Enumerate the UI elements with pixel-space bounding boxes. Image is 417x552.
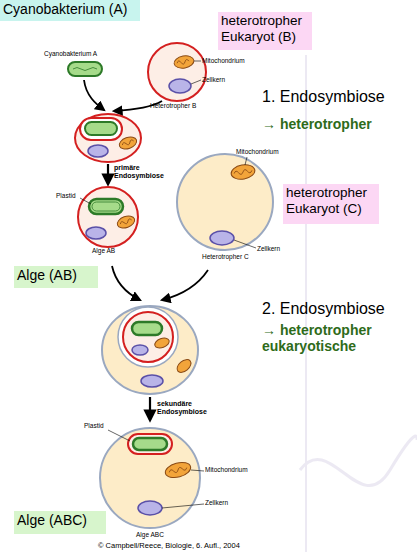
organelle-label: Plastid — [56, 192, 96, 199]
step-heading: 1. Endosymbiose — [262, 88, 417, 106]
heterotroph-cell-b — [148, 43, 206, 101]
vesicle — [80, 118, 122, 140]
node-label: heterotropher Eukaryot (C) — [283, 184, 379, 218]
cristae — [169, 466, 187, 475]
organelle-label: Mitochondrium — [236, 148, 296, 155]
mitochondrion-body — [153, 336, 170, 350]
copyright-note: © Campbell/Reece, Biologie, 6. Aufl., 20… — [98, 542, 318, 550]
cyanobacterium — [68, 62, 102, 76]
nucleus — [86, 227, 106, 239]
leader-line — [162, 504, 204, 508]
nucleus — [169, 79, 191, 93]
organelle-label: Plastid — [84, 422, 124, 429]
mitochondrion — [230, 163, 256, 181]
cell-membrane — [100, 428, 200, 528]
step-result: → heterotropher — [262, 117, 417, 133]
mitochondrion — [175, 357, 194, 375]
node-label: Alge (AB) — [14, 266, 98, 285]
mitochondrion — [153, 336, 170, 350]
leader-line — [194, 61, 201, 62]
cell-membrane — [75, 114, 141, 162]
cell-label: Heterotropher B — [150, 102, 210, 109]
plastid-outer-membrane — [128, 434, 172, 454]
mitochondrion-body — [175, 357, 194, 375]
cristae — [177, 59, 190, 65]
cristae — [122, 139, 134, 146]
leader-line — [80, 198, 91, 204]
cristae — [120, 218, 132, 225]
organism-label: Alge (AB) — [14, 266, 98, 288]
step-result: → heterotropher eukaryotische — [262, 323, 414, 354]
cell-label: Cyanobakterium A — [44, 50, 114, 57]
organism-label: Cyanobakterium (A) — [0, 0, 140, 21]
node-label: Cyanobakterium (A) — [0, 0, 140, 19]
mitochondrion — [164, 460, 193, 480]
cyanobacterium-body — [85, 122, 117, 135]
alga-cell-ab — [78, 187, 138, 247]
merge-arrow — [84, 80, 104, 110]
nucleus — [88, 145, 108, 157]
process-label: sekundäre Endosymbiose — [157, 400, 209, 416]
cell-membrane — [102, 306, 198, 394]
plastid — [132, 322, 162, 335]
cell-label: Alge ABC — [136, 531, 186, 538]
merge-arrow — [112, 266, 140, 300]
process-arrow — [149, 397, 151, 420]
mitochondrion-body — [173, 54, 195, 69]
watermark-wave — [300, 436, 417, 486]
cell-label: Heterotropher C — [202, 253, 262, 260]
cell-label: Alge AB — [92, 247, 132, 254]
organism-label: heterotropher Eukaryot (B) — [218, 12, 312, 50]
nucleus — [141, 375, 163, 387]
alga-cell-abc — [100, 428, 204, 528]
mitochondrion-body — [164, 460, 193, 480]
leader-line — [234, 240, 256, 248]
organelle-label: Zellkern — [205, 499, 255, 506]
mitochondrion-body — [230, 163, 256, 181]
process-arrow — [107, 164, 109, 184]
leader-line — [191, 80, 201, 84]
organism-label: heterotropher Eukaryot (C) — [283, 184, 379, 224]
cell-membrane — [148, 43, 206, 101]
heterotroph-cell-c — [177, 154, 273, 250]
plastid — [133, 438, 167, 450]
leader-line — [245, 157, 247, 165]
engulfed-alga — [123, 312, 173, 362]
nucleus — [210, 231, 234, 245]
plastid-inner — [92, 202, 120, 211]
thylakoid — [73, 68, 97, 71]
cyanobacterium-body — [68, 62, 102, 76]
engulfment-cell — [102, 306, 198, 394]
cell-membrane — [177, 154, 273, 250]
engulfment-cell — [75, 114, 141, 162]
node-label: Alge (ABC) — [14, 511, 106, 530]
mitochondrion-body — [116, 214, 137, 230]
organism-label: Alge (ABC) — [14, 511, 106, 534]
nucleus — [138, 501, 162, 515]
node-label: heterotropher Eukaryot (B) — [218, 12, 312, 46]
plastid — [89, 199, 123, 214]
organelle-label: Zellkern — [257, 245, 307, 252]
merge-arrow — [162, 270, 208, 300]
nucleus — [132, 345, 148, 355]
mitochondrion — [118, 135, 139, 151]
mitochondrion-body — [118, 135, 139, 151]
leader-line — [191, 470, 204, 471]
cristae — [234, 168, 252, 175]
vesicle — [118, 307, 178, 367]
organelle-label: Mitochondrium — [202, 57, 262, 64]
mitochondrion — [173, 54, 195, 69]
cell-membrane — [78, 187, 138, 247]
step-heading: 2. Endosymbiose — [262, 300, 417, 318]
organelle-label: Mitochondrium — [205, 466, 265, 473]
organelle-label: Zellkern — [202, 76, 252, 83]
process-label: primäre Endosymbiose — [114, 164, 164, 180]
leader-line — [108, 430, 130, 441]
mitochondrion — [116, 214, 137, 230]
